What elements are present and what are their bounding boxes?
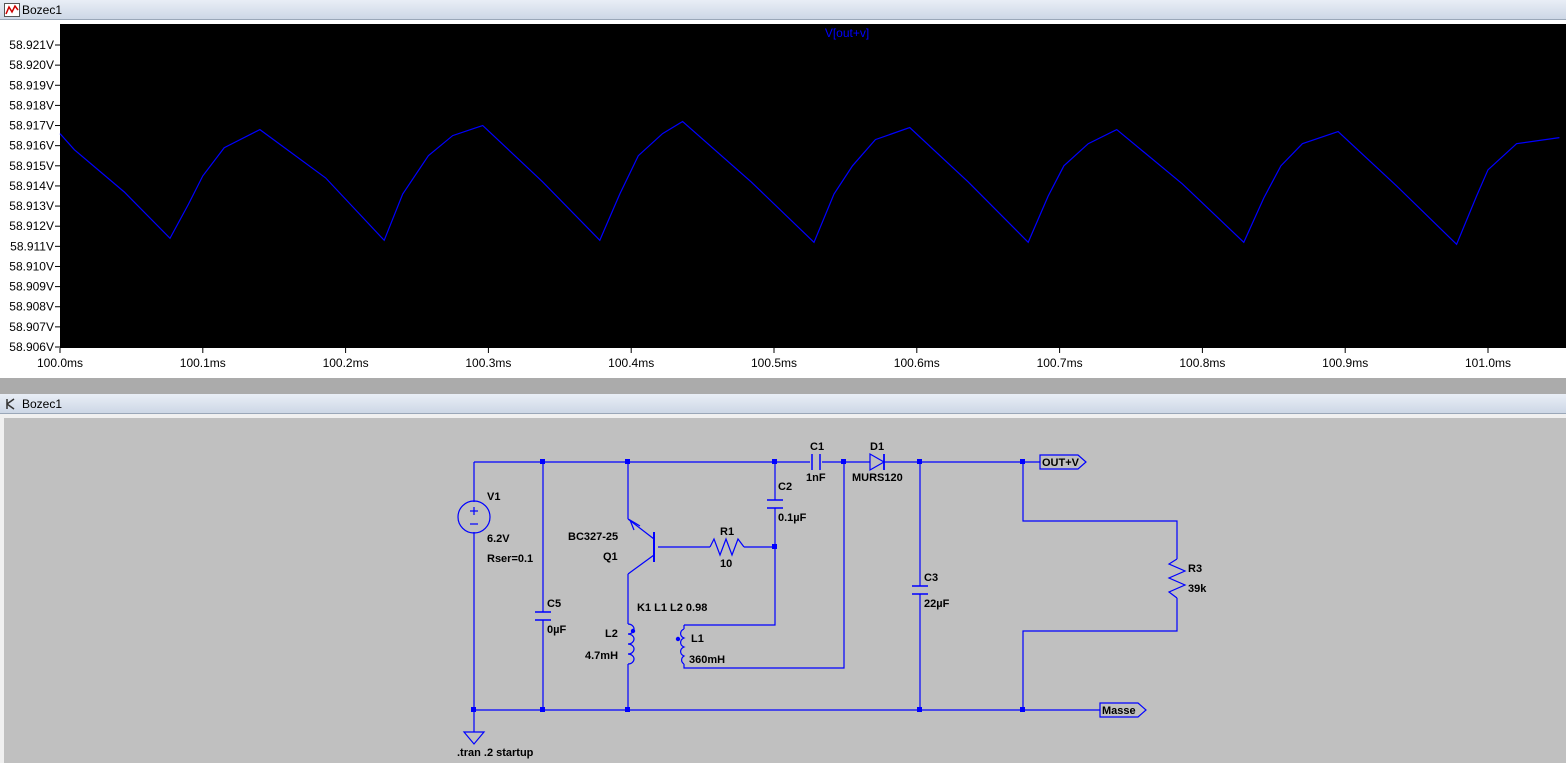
y-tick-label: 58.908V [9,300,54,314]
v1-rser: Rser=0.1 [487,553,533,565]
y-tick-label: 58.921V [9,38,54,52]
y-tick-label: 58.906V [9,340,54,354]
c1-name: C1 [810,441,824,453]
x-tick-label: 100.6ms [894,356,940,370]
d1-model: MURS120 [852,472,903,484]
y-tick-label: 58.913V [9,199,54,213]
c2-name: C2 [778,481,792,493]
y-tick-label: 58.917V [9,119,54,133]
x-tick-label: 100.4ms [608,356,654,370]
schematic-window[interactable]: Bozec1 [0,394,1566,763]
wires [473,461,1178,732]
spice-directive[interactable]: .tran .2 startup [457,747,534,759]
coupling-k1: K1 L1 L2 0.98 [637,602,707,614]
c3-capacitor[interactable] [912,585,928,595]
r1-resistor[interactable] [709,537,745,557]
d1-name: D1 [870,441,884,453]
schematic-window-title: Bozec1 [22,397,63,411]
x-tick-label: 101.0ms [1465,356,1511,370]
v1-source[interactable] [457,500,491,534]
c2-value: 0.1µF [778,512,807,524]
v1-value: 6.2V [487,533,510,545]
y-tick-label: 58.907V [9,320,54,334]
l1-value: 360mH [689,654,725,666]
junction-dots [471,459,1025,712]
schematic-icon [6,398,15,410]
c5-value: 0µF [547,624,566,636]
l2-value: 4.7mH [585,650,618,662]
y-tick-label: 58.910V [9,259,54,273]
q1-model: BC327-25 [568,531,618,543]
waveform-icon [4,3,20,17]
l1-inductor[interactable] [675,628,686,665]
y-tick-label: 58.914V [9,179,54,193]
trace-label[interactable]: V[out+v] [825,26,869,40]
l2-name: L2 [605,628,618,640]
q1-name: Q1 [603,551,618,563]
waveform-plot[interactable]: 58.921V 58.920V 58.919V 58.918V 58.917V 58.91… [0,20,1566,376]
schematic-canvas[interactable]: V1 6.2V Rser=0.1 C5 0µF BC327-25 Q1 R1 1… [0,414,1566,763]
y-tick-label: 58.916V [9,139,54,153]
c5-name: C5 [547,598,561,610]
c1-capacitor[interactable] [811,454,821,470]
d1-diode[interactable] [869,452,886,472]
r3-value: 39k [1188,583,1207,595]
plot-area[interactable] [60,24,1566,348]
c2-capacitor[interactable] [767,499,783,509]
c1-value: 1nF [806,472,826,484]
schematic-window-titlebar[interactable]: Bozec1 [0,394,1566,414]
r3-resistor[interactable] [1167,558,1187,599]
gnd-label: Masse [1102,705,1136,717]
trace-line [59,120,1560,246]
x-tick-label: 100.0ms [37,356,83,370]
x-tick-label: 100.9ms [1322,356,1368,370]
l2-inductor[interactable] [627,623,636,665]
r1-name: R1 [720,526,734,538]
x-tick-label: 100.2ms [323,356,369,370]
c3-name: C3 [924,572,938,584]
x-tick-label: 100.1ms [180,356,226,370]
x-tick-label: 100.3ms [465,356,511,370]
r3-name: R3 [1188,563,1202,575]
waveform-window-title: Bozec1 [22,3,63,17]
y-tick-label: 58.918V [9,98,54,112]
y-tick-label: 58.909V [9,280,54,294]
waveform-window-titlebar[interactable]: Bozec1 [0,0,1566,20]
r1-value: 10 [720,558,732,570]
out-net-flag[interactable] [1039,454,1087,470]
x-tick-label: 100.5ms [751,356,797,370]
x-tick-label: 100.7ms [1037,356,1083,370]
l1-name: L1 [691,633,704,645]
y-tick-label: 58.919V [9,78,54,92]
ground-symbol[interactable] [462,731,486,745]
c5-capacitor[interactable] [535,611,551,621]
x-tick-label: 100.8ms [1179,356,1225,370]
q1-transistor[interactable] [627,518,655,575]
y-tick-label: 58.911V [10,239,54,253]
c3-value: 22µF [924,598,950,610]
window-separator [0,378,1566,394]
out-label: OUT+V [1042,457,1080,469]
y-tick-label: 58.915V [9,159,54,173]
waveform-window[interactable]: Bozec1 58.921V 58.920V 58.919V 58.918V 58.91… [0,0,1566,378]
gnd-net-flag[interactable] [1099,702,1147,718]
y-tick-label: 58.912V [9,219,54,233]
v1-name: V1 [487,491,500,503]
y-tick-label: 58.920V [9,58,54,72]
